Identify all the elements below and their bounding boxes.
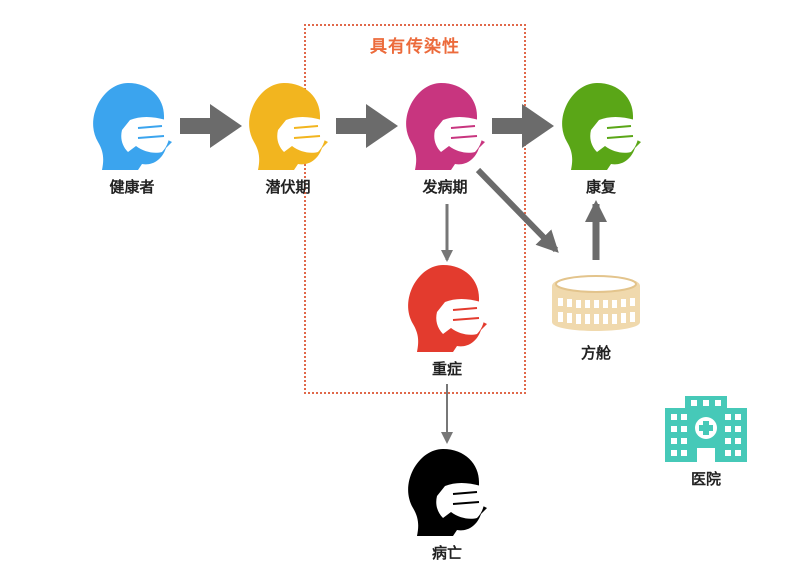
stadium-icon — [552, 275, 640, 331]
node-hospital: 医院 — [658, 394, 754, 489]
label-fangcang: 方舱 — [580, 344, 611, 362]
node-incubation: 潜伏期 — [240, 80, 336, 197]
node-healthy: 健康者 — [84, 80, 180, 197]
node-onset: 发病期 — [397, 80, 493, 197]
masked-head-icon — [408, 449, 487, 536]
label-recovered: 康复 — [585, 178, 616, 196]
masked-head-icon — [249, 83, 328, 170]
label-hospital: 医院 — [690, 470, 721, 488]
arrow-onset-to-recovered — [492, 104, 554, 148]
node-severe: 重症 — [399, 262, 495, 379]
arrow-incubation-to-onset — [336, 104, 398, 148]
label-severe: 重症 — [431, 360, 462, 378]
masked-head-icon — [562, 83, 641, 170]
label-deceased: 病亡 — [431, 544, 462, 562]
label-onset: 发病期 — [422, 178, 468, 196]
masked-head-icon — [406, 83, 485, 170]
node-recovered: 康复 — [553, 80, 649, 197]
label-incubation: 潜伏期 — [265, 178, 311, 196]
masked-head-icon — [93, 83, 172, 170]
contagious-zone-box — [304, 24, 526, 394]
hospital-icon — [665, 396, 747, 462]
label-healthy: 健康者 — [109, 178, 155, 196]
arrow-healthy-to-incubation — [180, 104, 242, 148]
masked-head-icon — [408, 265, 487, 352]
contagious-zone-label: 具有传染性 — [370, 37, 460, 57]
arrow-onset-to-fangcang — [475, 167, 559, 253]
node-deceased: 病亡 — [399, 446, 495, 563]
node-fangcang: 方舱 — [548, 266, 644, 363]
